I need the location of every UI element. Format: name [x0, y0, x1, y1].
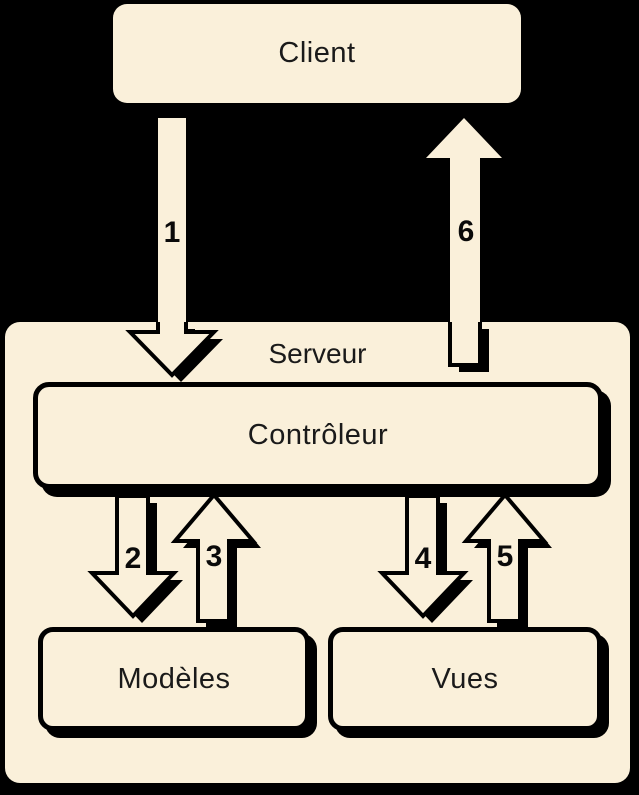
node-client: Client — [113, 4, 521, 103]
node-controleur: Contrôleur — [33, 382, 603, 489]
arrow-6-label: 6 — [457, 215, 475, 248]
arrow-1-label: 1 — [163, 216, 181, 249]
node-vues-label: Vues — [431, 662, 499, 695]
node-modeles: Modèles — [38, 627, 310, 731]
node-modeles-label: Modèles — [117, 662, 231, 695]
node-serveur-label: Serveur — [268, 338, 367, 369]
arrow-5-label: 5 — [496, 540, 514, 573]
arrow-4-label: 4 — [414, 542, 432, 575]
node-client-label: Client — [278, 37, 356, 69]
node-vues: Vues — [328, 627, 602, 731]
arrow-2-label: 2 — [124, 542, 142, 575]
node-controleur-label: Contrôleur — [247, 419, 389, 451]
arrow-3-label: 3 — [205, 540, 223, 573]
